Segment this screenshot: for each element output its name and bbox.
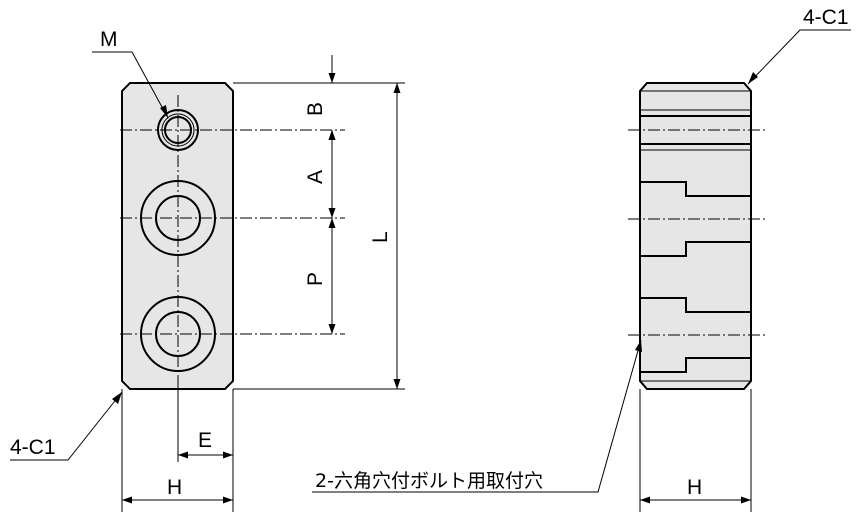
leader-chamfer-side — [747, 29, 851, 85]
side-body-outline — [639, 82, 752, 390]
leader-hex-hole — [312, 339, 642, 493]
side-counterbore-1-bottom — [640, 241, 751, 257]
leader-hex-hole-arrowhead — [635, 340, 642, 352]
side-counterbore-2-bottom — [640, 357, 751, 373]
side-counterbore-1 — [640, 181, 751, 197]
label-hex-hole-note: 2-六角穴付ボルト用取付穴 — [315, 470, 543, 492]
leader-chamfer-front-arrowhead — [112, 392, 122, 404]
leader-m — [92, 51, 169, 119]
label-e: E — [198, 429, 212, 452]
leader-m-arrowhead — [160, 105, 168, 118]
label-h-front: H — [167, 476, 182, 499]
label-a: A — [304, 170, 327, 184]
label-chamfer-side: 4-C1 — [803, 6, 849, 29]
label-l: L — [369, 231, 392, 243]
label-h-side: H — [687, 476, 702, 499]
leader-chamfer-front — [10, 391, 123, 461]
label-b: B — [304, 102, 327, 116]
label-chamfer-front: 4-C1 — [10, 436, 56, 459]
label-m: M — [100, 28, 118, 51]
side-view — [312, 29, 851, 512]
label-p: P — [304, 272, 327, 286]
front-view — [10, 51, 405, 512]
leader-chamfer-side-arrowhead — [748, 72, 758, 84]
side-counterbore-2 — [640, 297, 751, 313]
